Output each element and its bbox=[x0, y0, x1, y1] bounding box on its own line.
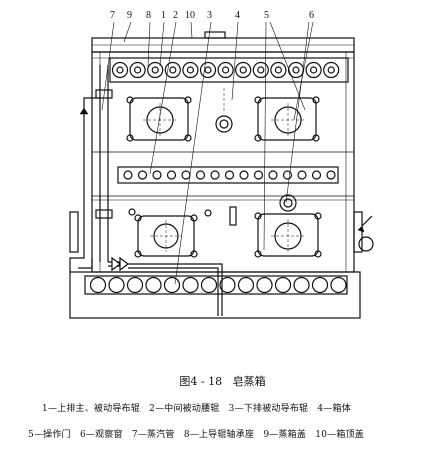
callout-10: 10 bbox=[185, 10, 195, 21]
legend-item: 1—上排主、被动导布辊 bbox=[42, 404, 140, 414]
roller-hub bbox=[327, 66, 335, 74]
roller bbox=[219, 276, 236, 294]
box-top-cover bbox=[91, 31, 355, 53]
roller bbox=[123, 170, 133, 180]
small-fittings bbox=[128, 206, 237, 226]
operating-door-upper-right bbox=[254, 96, 320, 142]
callout-7: 7 bbox=[110, 10, 115, 21]
legend-item: 2—中间被动腰辊 bbox=[149, 404, 220, 414]
legend-item: 9—蒸箱盖 bbox=[263, 430, 307, 440]
legend-item: 6—观察窗 bbox=[79, 430, 123, 440]
roller bbox=[147, 61, 164, 79]
legend-item: 5—操作门 bbox=[28, 430, 71, 440]
roller bbox=[237, 276, 255, 294]
upper-roller-row bbox=[109, 57, 349, 83]
figure-caption: 图4 - 18 皂蒸箱 bbox=[0, 373, 445, 389]
operating-door-lower-left bbox=[134, 214, 198, 258]
legend-item: 4—箱体 bbox=[317, 404, 351, 414]
roller-hub bbox=[186, 66, 194, 74]
fabric-inlet-right bbox=[353, 211, 374, 253]
legend-item: 10—箱顶盖 bbox=[315, 430, 364, 440]
roller-hub bbox=[169, 66, 177, 74]
callout-1: 1 bbox=[161, 10, 166, 21]
roller bbox=[293, 276, 310, 294]
roller bbox=[152, 170, 162, 180]
roller bbox=[217, 61, 234, 79]
roller bbox=[274, 276, 292, 294]
roller bbox=[182, 61, 199, 79]
lower-roller-row bbox=[69, 271, 361, 319]
roller-hub bbox=[222, 66, 230, 74]
callout-6: 6 bbox=[309, 10, 314, 21]
callout-3: 3 bbox=[207, 10, 212, 21]
roller bbox=[195, 170, 206, 180]
soaping-steamer-diagram: 7 9 8 1 2 3 10 4 5 6 bbox=[69, 10, 374, 319]
roller bbox=[256, 276, 273, 294]
roller-hub bbox=[310, 66, 318, 74]
roller bbox=[182, 276, 199, 294]
roller bbox=[129, 61, 146, 79]
figure-label: 图4 - 18 bbox=[179, 375, 223, 388]
roller bbox=[145, 276, 162, 294]
steam-pipe bbox=[69, 65, 223, 316]
roller bbox=[163, 276, 181, 294]
roller bbox=[282, 170, 293, 180]
roller bbox=[181, 170, 191, 180]
legend-item: 7—蒸汽管 bbox=[131, 430, 175, 440]
roller-hub bbox=[151, 66, 159, 74]
legend-item: 8—上导辊轴承座 bbox=[183, 430, 255, 440]
roller bbox=[330, 276, 347, 294]
roller-hub bbox=[292, 66, 300, 74]
roller bbox=[297, 170, 307, 180]
roller bbox=[311, 170, 322, 180]
roller bbox=[235, 61, 252, 79]
roller bbox=[137, 170, 148, 180]
roller bbox=[253, 170, 264, 180]
leader-lines bbox=[101, 21, 314, 285]
operating-door-upper-left bbox=[126, 96, 192, 142]
legend-line-1: 1—上排主、被动导布辊 2—中间被动腰辊 3—下排被动导布辊 4—箱体 bbox=[42, 401, 351, 414]
roller bbox=[323, 61, 340, 79]
roller-hub bbox=[274, 66, 282, 74]
roller bbox=[108, 276, 125, 294]
roller-hub bbox=[204, 66, 212, 74]
operating-door-lower-right bbox=[254, 194, 322, 258]
figure-title: 皂蒸箱 bbox=[232, 375, 266, 388]
roller-hub bbox=[116, 66, 124, 74]
roller bbox=[252, 61, 269, 79]
roller bbox=[126, 276, 144, 294]
legend-line-2: 5—操作门 6—观察窗 7—蒸汽管 8—上导辊轴承座 9—蒸箱盖 10—箱顶盖 bbox=[28, 427, 364, 440]
roller bbox=[200, 276, 218, 294]
callout-4: 4 bbox=[235, 10, 240, 21]
observation-window-center bbox=[215, 88, 233, 133]
roller-hub bbox=[134, 66, 142, 74]
roller bbox=[326, 170, 336, 180]
legend-item: 3—下排被动导布辊 bbox=[228, 404, 309, 414]
roller bbox=[111, 61, 129, 79]
roller bbox=[305, 61, 322, 79]
roller bbox=[287, 61, 305, 79]
callout-9: 9 bbox=[127, 10, 132, 21]
roller bbox=[224, 170, 235, 180]
roller bbox=[268, 170, 278, 180]
callout-8: 8 bbox=[146, 10, 151, 21]
roller-hub bbox=[239, 66, 247, 74]
roller bbox=[89, 276, 107, 294]
steamer-box-body bbox=[91, 51, 355, 273]
roller bbox=[270, 61, 287, 79]
roller bbox=[210, 170, 220, 180]
roller bbox=[199, 61, 217, 79]
roller-hub bbox=[257, 66, 265, 74]
roller bbox=[166, 170, 177, 180]
roller bbox=[311, 276, 329, 294]
callout-2: 2 bbox=[173, 10, 178, 21]
roller bbox=[164, 61, 181, 79]
middle-roller-row bbox=[117, 166, 339, 184]
callout-5: 5 bbox=[264, 10, 269, 21]
callout-labels: 7 9 8 1 2 3 10 4 5 6 bbox=[110, 10, 314, 21]
roller bbox=[239, 170, 249, 180]
